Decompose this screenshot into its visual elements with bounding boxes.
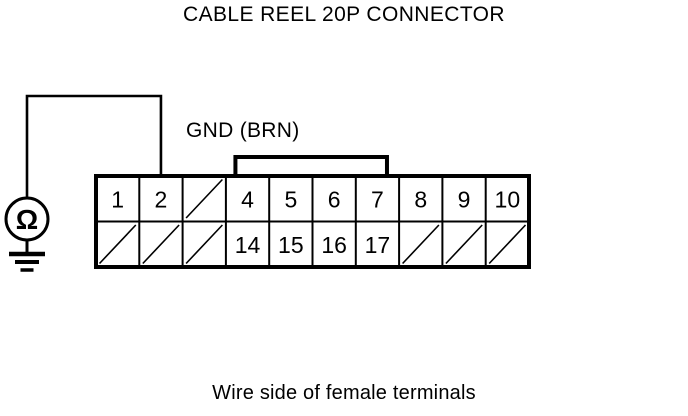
- unused-terminal-diagonal: [488, 224, 527, 265]
- terminal-14: 14: [235, 232, 261, 258]
- wire-label-gnd-brn: GND (BRN): [186, 119, 300, 142]
- terminal-10: 10: [495, 186, 521, 212]
- unused-terminal-diagonal: [185, 178, 223, 219]
- terminal-16: 16: [321, 232, 347, 258]
- unused-terminal-diagonal: [185, 224, 223, 265]
- unused-terminal-diagonal: [142, 224, 180, 265]
- terminal-1: 1: [111, 186, 124, 212]
- terminal-9: 9: [458, 186, 471, 212]
- figure-caption: Wire side of female terminals: [212, 382, 476, 404]
- terminal-15: 15: [278, 232, 304, 258]
- terminal-7: 7: [371, 186, 384, 212]
- ohmmeter-omega-symbol: Ω: [16, 204, 38, 235]
- terminal-2: 2: [155, 186, 168, 212]
- terminal-8: 8: [414, 186, 427, 212]
- unused-terminal-diagonal: [98, 224, 137, 265]
- unused-terminal-diagonal: [402, 224, 440, 265]
- terminal-4: 4: [241, 186, 254, 212]
- page-title: CABLE REEL 20P CONNECTOR: [183, 3, 505, 26]
- terminal-17: 17: [365, 232, 391, 258]
- probe-wire-to-pin-2: [25, 94, 163, 200]
- terminal-5: 5: [284, 186, 297, 212]
- connector-latch-tab: [233, 155, 389, 176]
- terminal-6: 6: [328, 186, 341, 212]
- unused-terminal-diagonal: [445, 224, 483, 265]
